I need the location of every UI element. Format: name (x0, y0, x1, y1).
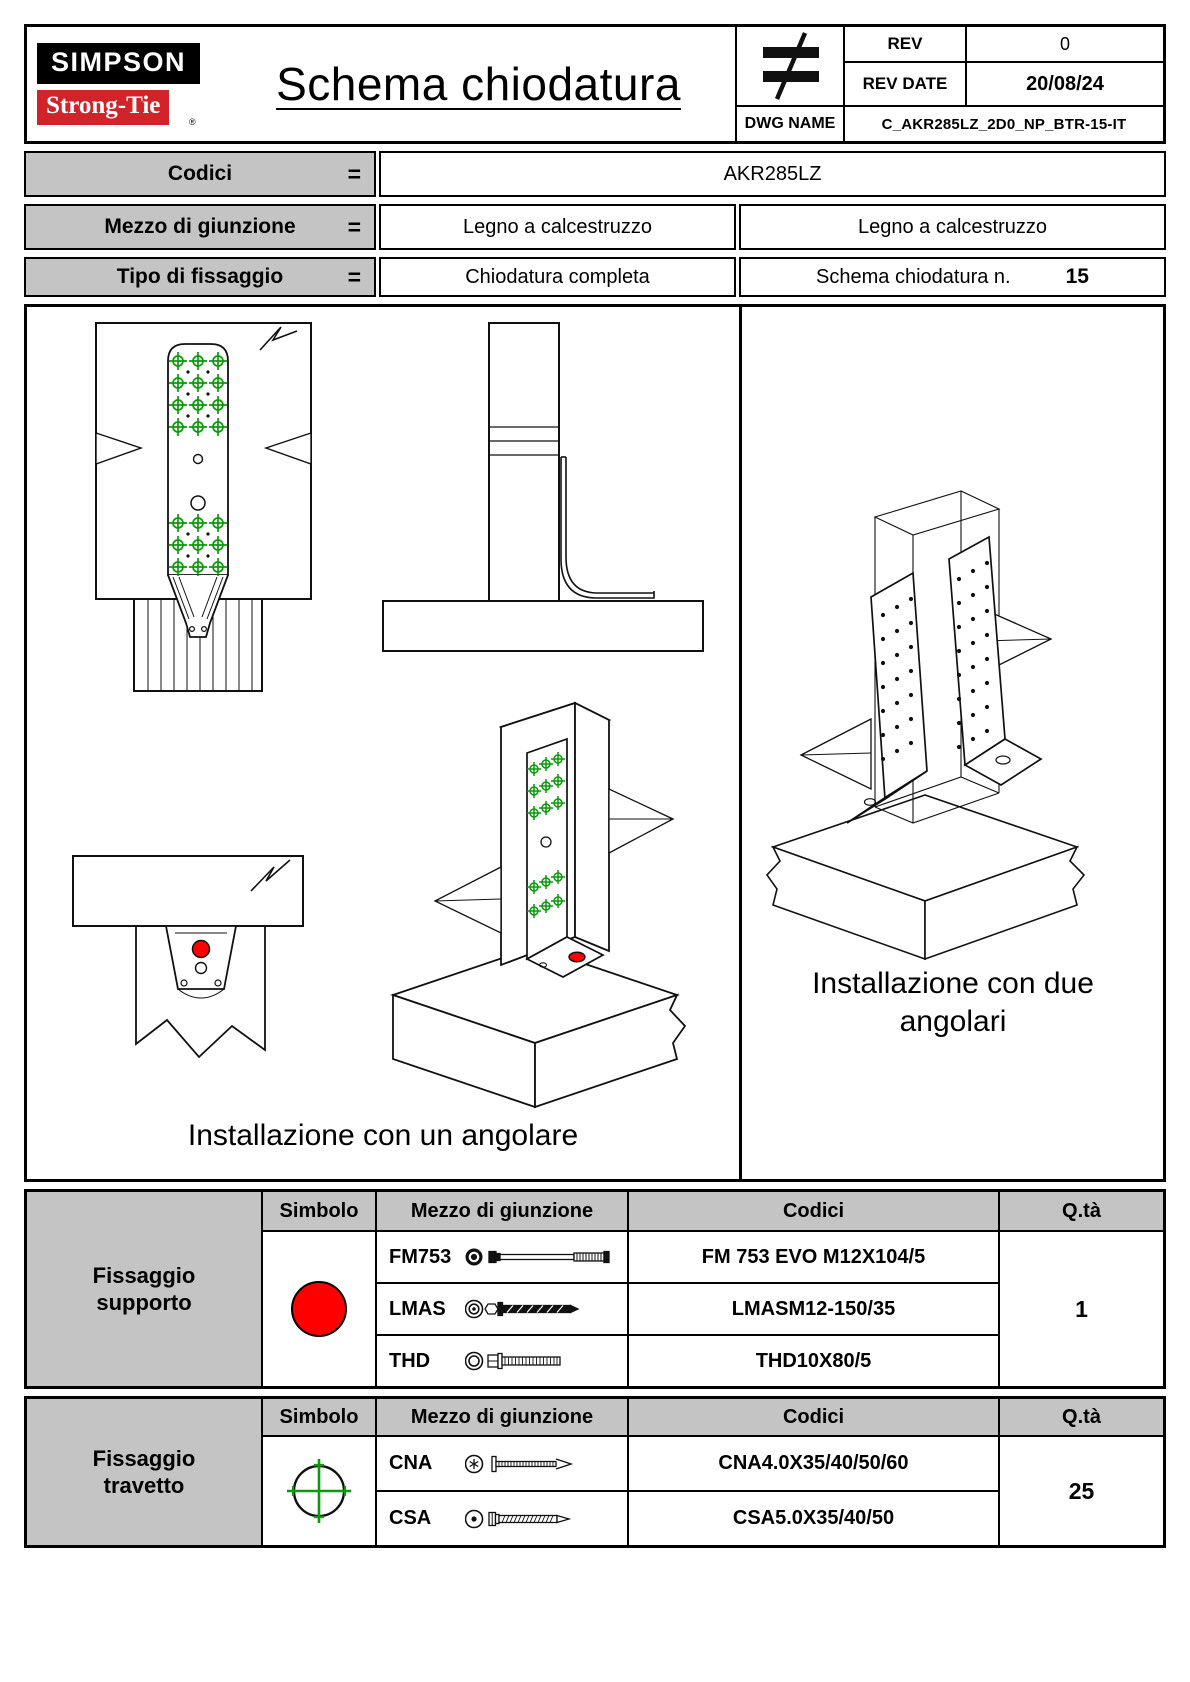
side-view-drawing (382, 322, 704, 652)
not-equal-projection-icon (763, 32, 819, 100)
panel-divider (739, 307, 742, 1179)
fastener-name: LMAS (389, 1297, 446, 1320)
travetto-row-label: Fissaggio travetto (27, 1399, 263, 1545)
red-filled-circle-icon (291, 1281, 347, 1337)
supporto-quantity: 1 (1075, 1295, 1088, 1322)
simpson-strongtie-logo: SIMPSON Strong-Tie ® (27, 27, 222, 141)
caption-single-bracket: Installazione con un angolare (187, 1119, 579, 1152)
header-codici: Codici (629, 1192, 1000, 1230)
rev-date-value: 20/08/24 (965, 63, 1163, 107)
codici-label: Codici (167, 162, 233, 185)
rev-value: 0 (965, 27, 1163, 63)
sheet-title: Schema chiodatura (276, 58, 681, 110)
title-block: SIMPSON Strong-Tie ® Schema chiodatura R… (24, 24, 1166, 144)
fastener-code: CSA5.0X35/40/50 (629, 1492, 1000, 1545)
mezzo-value-right: Legno a calcestruzzo (739, 204, 1166, 250)
registered-mark: ® (189, 117, 196, 127)
table-row: CNA (377, 1437, 1000, 1492)
mezzo-value-left: Legno a calcestruzzo (379, 204, 736, 250)
header-simbolo: Simbolo (263, 1399, 377, 1435)
fastener-code: THD10X80/5 (629, 1336, 1000, 1386)
header-mezzo: Mezzo di giunzione (377, 1399, 629, 1435)
travetto-table-header: Simbolo Mezzo di giunzione Codici Q.tà (263, 1399, 1163, 1437)
cna-nail-icon (465, 1454, 574, 1473)
header-codici: Codici (629, 1399, 1000, 1435)
supporto-row-label: Fissaggio supporto (27, 1192, 263, 1386)
fastener-code: LMASM12-150/35 (629, 1284, 1000, 1334)
dwg-name-value: C_AKR285LZ_2D0_NP_BTR-15-IT (843, 107, 1163, 141)
drawing-sheet: SIMPSON Strong-Tie ® Schema chiodatura R… (24, 24, 1166, 1548)
rev-label: REV (843, 27, 965, 63)
tipo-label-cell: Tipo di fissaggio = (24, 257, 376, 297)
right-drawing-panel (765, 490, 1086, 961)
schema-number-label: Schema chiodatura n. (816, 265, 1011, 288)
tipo-value: Chiodatura completa (379, 257, 736, 297)
header-qta: Q.tà (1000, 1399, 1163, 1435)
thd-screw-icon (465, 1351, 561, 1371)
logo-strongtie: Strong-Tie (37, 90, 170, 125)
rev-date-label: REV DATE (843, 63, 965, 107)
header-simbolo: Simbolo (263, 1192, 377, 1230)
fastener-code: FM 753 EVO M12X104/5 (629, 1232, 1000, 1282)
green-crosshair-circle-icon (287, 1459, 351, 1523)
table-row: CSA (377, 1492, 1000, 1545)
dwg-name-label: DWG NAME (744, 115, 836, 132)
iso-single-drawing (390, 701, 687, 1109)
header-mezzo: Mezzo di giunzione (377, 1192, 629, 1230)
table-row: FM753 (377, 1232, 1000, 1284)
equals-sign: = (347, 160, 361, 187)
left-drawing-panel (72, 322, 704, 1109)
projection-symbol-cell (737, 27, 843, 107)
travetto-quantity: 25 (1068, 1477, 1095, 1504)
lmas-anchor-icon (465, 1299, 580, 1319)
supporto-table-header: Simbolo Mezzo di giunzione Codici Q.tà (263, 1192, 1163, 1232)
fm753-bolt-icon (465, 1248, 610, 1266)
tipo-label: Tipo di fissaggio (116, 265, 284, 288)
header-qta: Q.tà (1000, 1192, 1163, 1230)
equals-sign: = (347, 263, 361, 290)
fastener-name: THD (389, 1349, 431, 1372)
table-row: THD (377, 1336, 1000, 1386)
supporto-symbol-cell (263, 1232, 377, 1386)
info-row-mezzo: Mezzo di giunzione = Legno a calcestruzz… (24, 204, 1166, 250)
csa-screw-icon (465, 1509, 572, 1528)
equals-sign: = (347, 213, 361, 240)
iso-double-drawing (765, 490, 1086, 961)
schema-number-cell: Schema chiodatura n. 15 (739, 257, 1166, 297)
codici-label-cell: Codici = (24, 151, 376, 197)
fastener-code: CNA4.0X35/40/50/60 (629, 1437, 1000, 1490)
revision-block: REV 0 REV DATE 20/08/24 DWG NAME C_AKR28… (735, 27, 1163, 141)
mezzo-label: Mezzo di giunzione (104, 215, 296, 238)
plan-anchor-red-dot (191, 939, 211, 959)
drawing-area: Installazione con un angolare Installazi… (24, 304, 1166, 1182)
supporto-fixing-table: Fissaggio supporto Simbolo Mezzo di giun… (24, 1189, 1166, 1389)
mezzo-label-cell: Mezzo di giunzione = (24, 204, 376, 250)
fastener-name: CSA (389, 1507, 432, 1529)
front-view-drawing (95, 322, 312, 692)
info-row-tipo: Tipo di fissaggio = Chiodatura completa … (24, 257, 1166, 297)
plan-view-drawing (72, 855, 304, 1059)
caption-double-bracket: Installazione con due angolari (812, 967, 1094, 1038)
fastener-name: CNA (389, 1452, 433, 1474)
fastener-name: FM753 (389, 1245, 452, 1268)
iso-anchor-red-dot (568, 951, 586, 963)
info-row-codici: Codici = AKR285LZ (24, 151, 1166, 197)
travetto-symbol-cell (263, 1437, 377, 1545)
table-row: LMAS (377, 1284, 1000, 1336)
logo-simpson: SIMPSON (37, 43, 201, 84)
travetto-fixing-table: Fissaggio travetto Simbolo Mezzo di giun… (24, 1396, 1166, 1548)
schema-number-value: 15 (1065, 265, 1089, 288)
front-view-hole-dots (186, 370, 210, 558)
codici-value: AKR285LZ (379, 151, 1166, 197)
